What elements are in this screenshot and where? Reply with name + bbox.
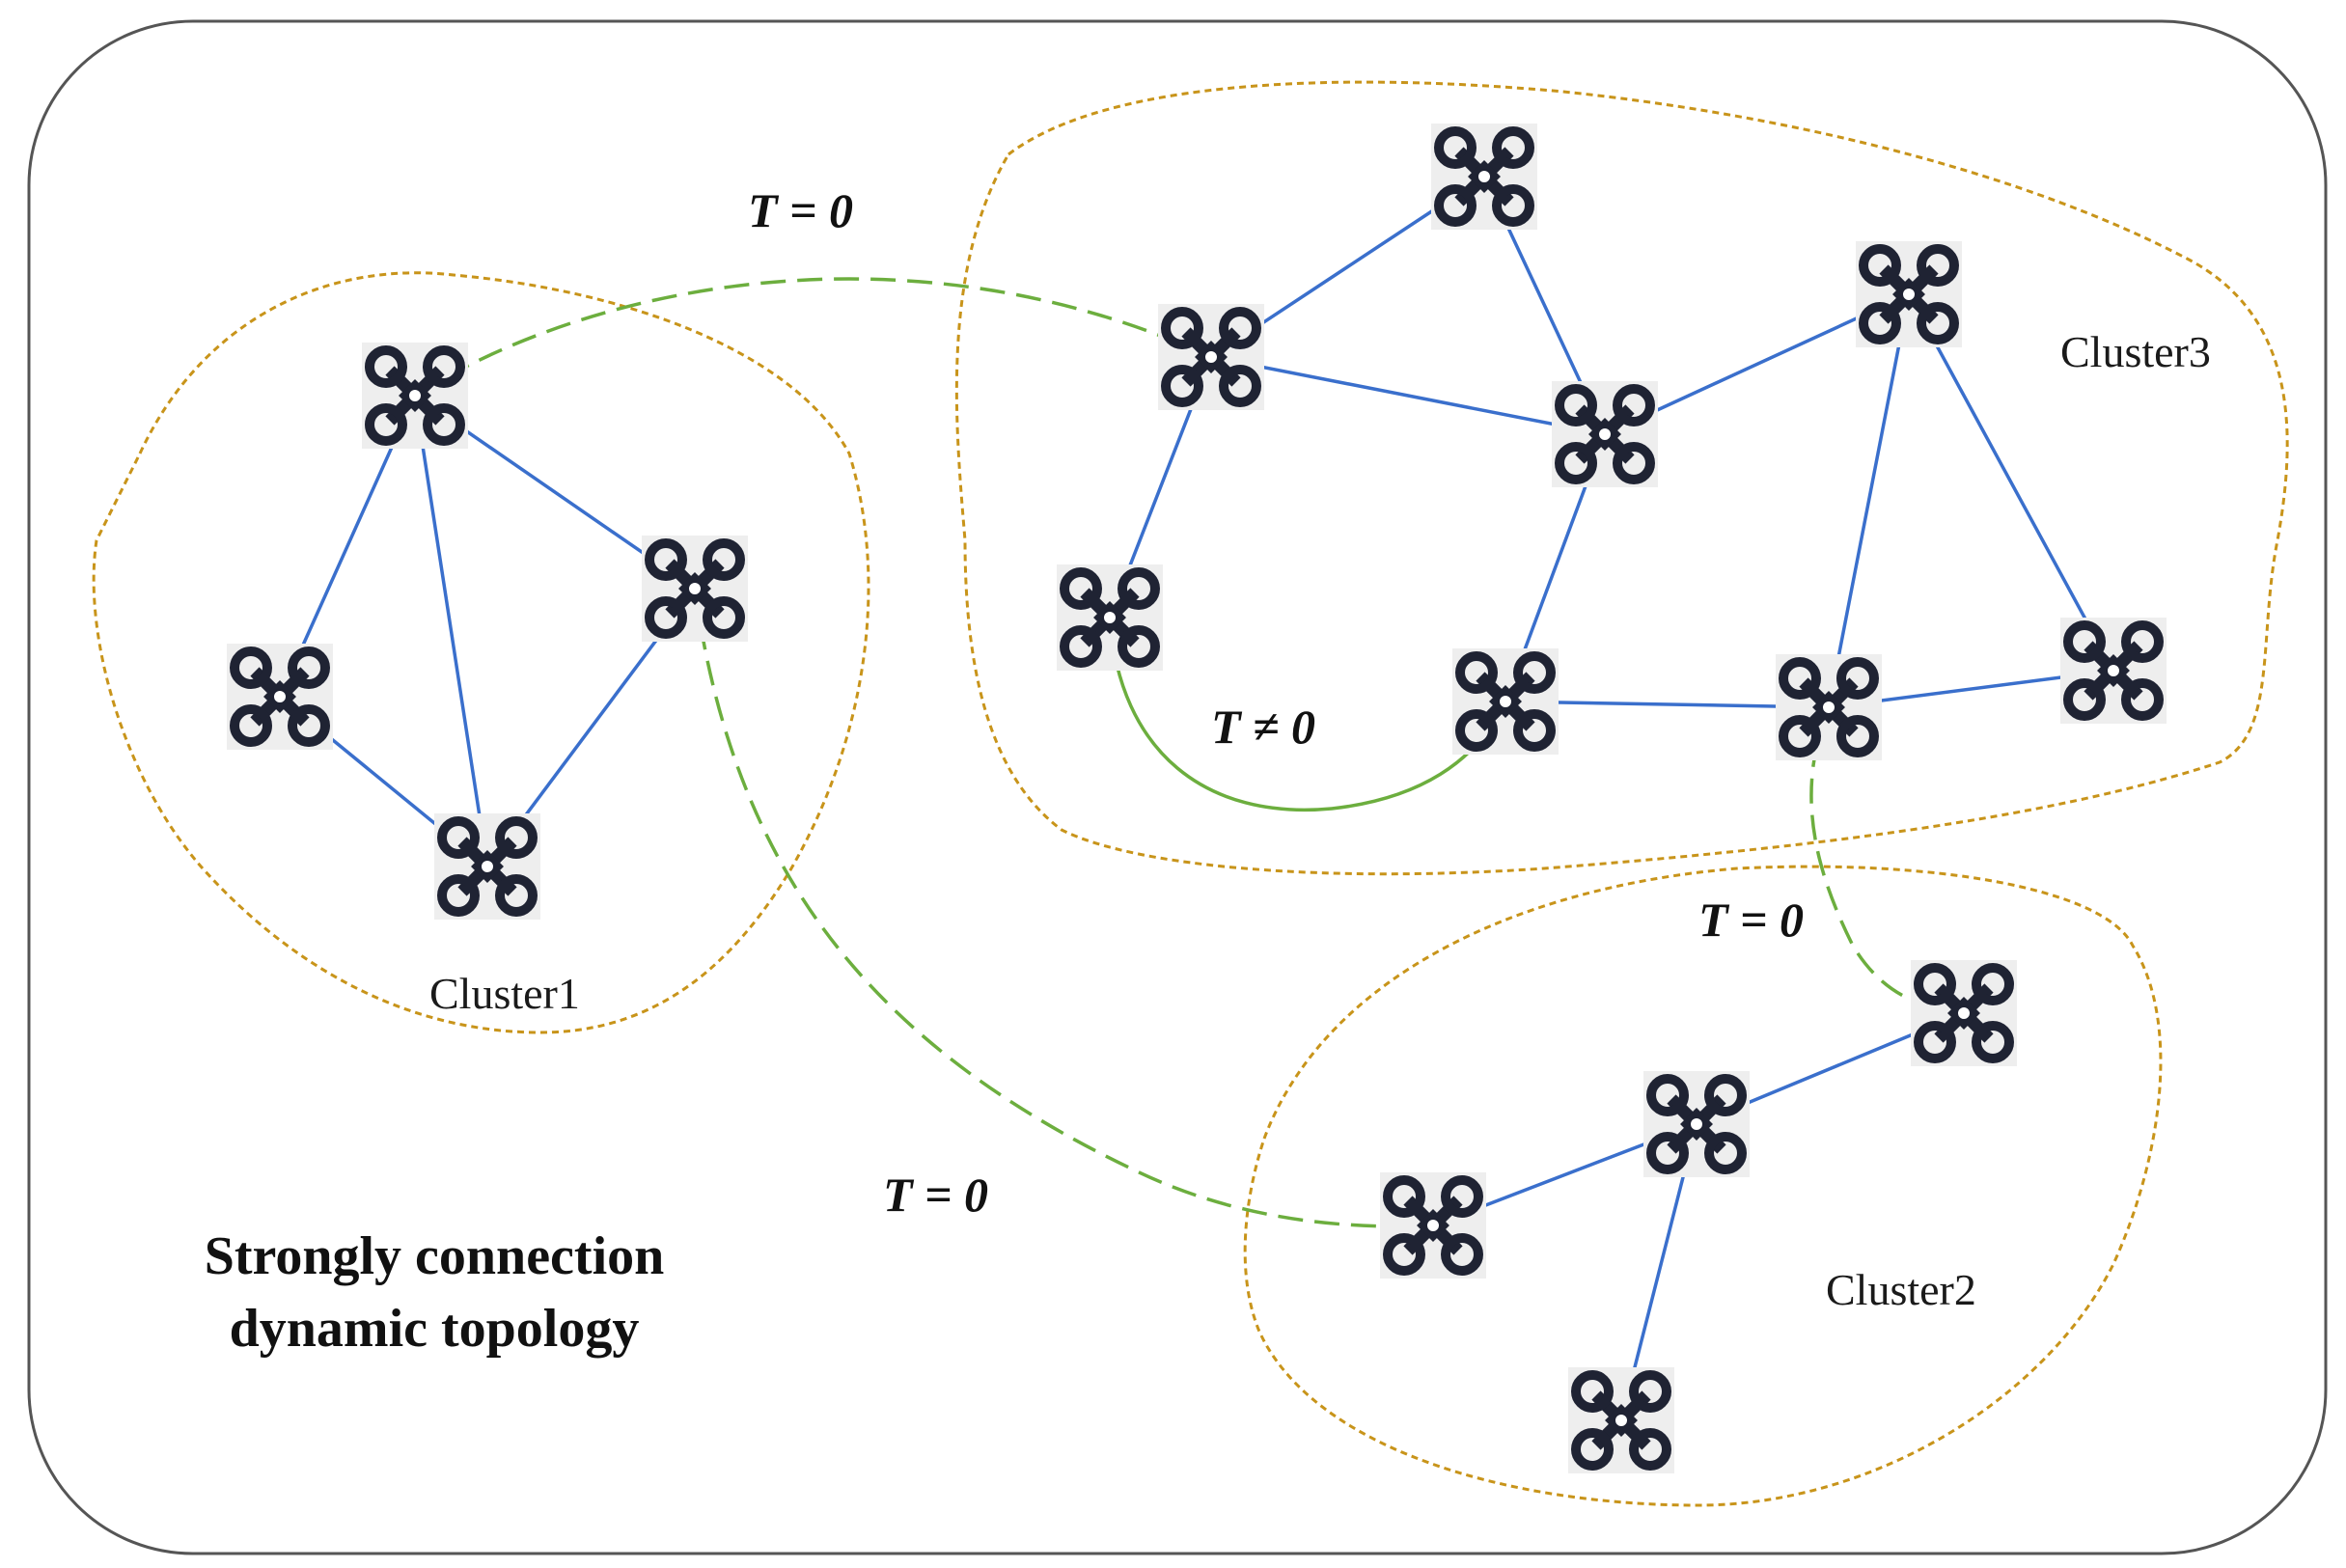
quadcopter-drone-icon: [1776, 654, 1882, 760]
title-line1: Strongly connection: [205, 1226, 665, 1286]
quadcopter-drone-icon: [434, 813, 540, 920]
cluster2-label: Cluster2: [1826, 1265, 1976, 1314]
link-label-bottom: T = 0: [883, 1168, 988, 1222]
quadcopter-drone-icon: [1452, 648, 1559, 755]
cluster1-boundary: [92, 271, 870, 1034]
quadcopter-drone-icon: [1911, 960, 2017, 1066]
link-label-inner: T ≠ 0: [1211, 700, 1315, 754]
quadcopter-drone-icon: [1552, 381, 1658, 487]
cluster3-label: Cluster3: [2060, 327, 2211, 376]
quadcopter-drone-icon: [642, 536, 748, 642]
link-label-top: T = 0: [748, 183, 853, 237]
quadcopter-drone-icon: [2060, 618, 2167, 724]
cluster1-label: Cluster1: [429, 969, 580, 1018]
cluster2-boundary: [1243, 865, 2163, 1507]
quadcopter-drone-icon: [1158, 304, 1264, 410]
quadcopter-drone-icon: [362, 343, 468, 449]
title-line2: dynamic topology: [230, 1299, 640, 1359]
quadcopter-drone-icon: [1431, 124, 1537, 230]
quadcopter-drone-icon: [1568, 1367, 1674, 1473]
cluster3-boundary: [954, 80, 2289, 876]
quadcopter-drone-icon: [1856, 241, 1962, 347]
outer-frame: [27, 19, 2328, 1555]
quadcopter-drone-icon: [227, 644, 333, 750]
link-label-right: T = 0: [1698, 893, 1804, 947]
quadcopter-drone-icon: [1380, 1172, 1486, 1279]
quadcopter-drone-icon: [1057, 564, 1163, 671]
quadcopter-drone-icon: [1643, 1071, 1750, 1177]
